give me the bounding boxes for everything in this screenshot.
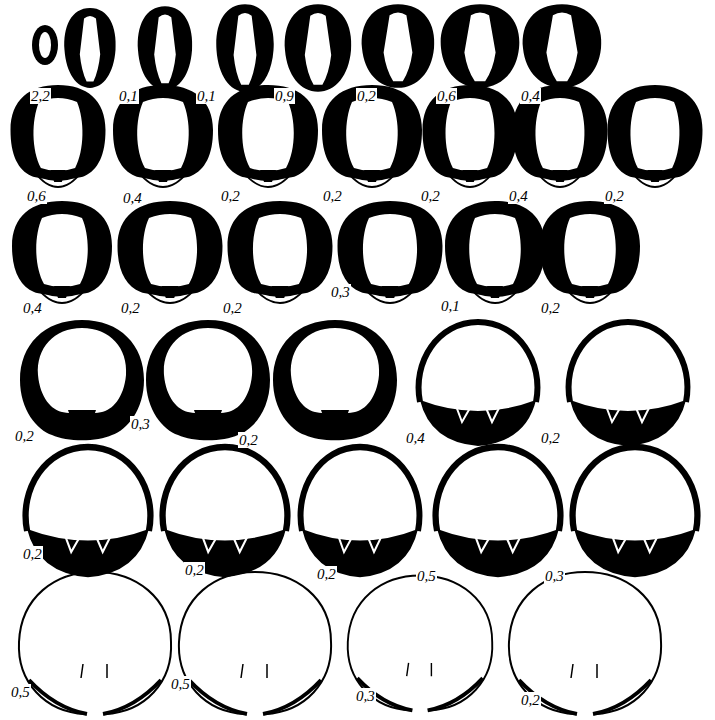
section bbox=[285, 4, 352, 91]
callout-number: 0,3 bbox=[355, 688, 376, 704]
section bbox=[146, 320, 270, 440]
callout-number: 0,2 bbox=[540, 430, 561, 446]
section bbox=[513, 85, 608, 188]
section bbox=[509, 572, 661, 714]
callout-number: 0,2 bbox=[220, 188, 241, 204]
section bbox=[608, 85, 703, 188]
section-cavity bbox=[39, 32, 51, 58]
section bbox=[301, 447, 420, 577]
section bbox=[118, 201, 223, 304]
section bbox=[10, 85, 105, 188]
section bbox=[163, 447, 288, 577]
section bbox=[26, 447, 151, 577]
section bbox=[19, 572, 171, 714]
section bbox=[218, 85, 318, 188]
section bbox=[322, 85, 422, 188]
callout-number: 0,2 bbox=[238, 432, 259, 448]
section bbox=[573, 447, 698, 577]
callout-number: 0,2 bbox=[22, 546, 43, 562]
section bbox=[20, 320, 144, 440]
section bbox=[569, 322, 688, 446]
section bbox=[64, 8, 115, 88]
callout-number: 0,6 bbox=[26, 188, 47, 204]
section bbox=[540, 201, 640, 304]
section bbox=[423, 85, 518, 188]
callout-number: 0,5 bbox=[416, 568, 437, 584]
callout-number: 0,1 bbox=[118, 88, 139, 104]
callout-number: 0,2 bbox=[222, 300, 243, 316]
section bbox=[338, 201, 443, 304]
section bbox=[348, 576, 493, 711]
section bbox=[273, 320, 397, 440]
callout-number: 0,2 bbox=[14, 428, 35, 444]
callout-number: 0,3 bbox=[130, 416, 151, 432]
callout-number: 0,2 bbox=[420, 188, 441, 204]
section bbox=[419, 322, 538, 446]
callout-number: 0,9 bbox=[274, 88, 295, 104]
section bbox=[445, 201, 545, 304]
callout-number: 0,6 bbox=[436, 88, 457, 104]
callout-number: 0,3 bbox=[544, 568, 565, 584]
section bbox=[216, 4, 273, 91]
callout-number: 0,4 bbox=[122, 190, 143, 206]
callout-number: 0,2 bbox=[184, 562, 205, 578]
section bbox=[138, 6, 192, 90]
section bbox=[523, 4, 602, 88]
callout-number: 0,2 bbox=[322, 188, 343, 204]
section bbox=[179, 572, 331, 714]
callout-number: 0,4 bbox=[22, 300, 43, 316]
section bbox=[436, 447, 561, 577]
section bbox=[228, 201, 333, 304]
callout-number: 0,2 bbox=[356, 88, 377, 104]
callout-number: 2,2 bbox=[30, 88, 51, 104]
callout-number: 0,2 bbox=[520, 692, 541, 708]
callout-number: 0,4 bbox=[520, 88, 541, 104]
callout-number: 0,4 bbox=[508, 188, 529, 204]
section bbox=[12, 201, 112, 304]
callout-number: 0,2 bbox=[540, 300, 561, 316]
section bbox=[362, 4, 435, 88]
callout-number: 0,5 bbox=[170, 676, 191, 692]
callout-number: 0,2 bbox=[120, 300, 141, 316]
section bbox=[32, 25, 58, 65]
callout-number: 0,3 bbox=[330, 284, 351, 300]
callout-number: 0,4 bbox=[405, 430, 426, 446]
callout-number: 0,1 bbox=[440, 298, 461, 314]
callout-number: 0,1 bbox=[196, 88, 217, 104]
callout-number: 0,5 bbox=[10, 684, 31, 700]
callout-number: 0,2 bbox=[604, 188, 625, 204]
section bbox=[441, 4, 520, 88]
callout-number: 0,2 bbox=[316, 566, 337, 582]
